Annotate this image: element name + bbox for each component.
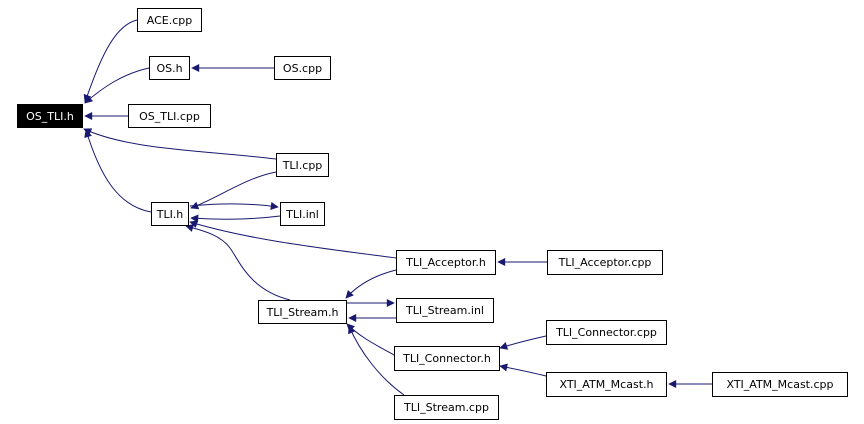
node-xti-atm-mcast-h[interactable]: XTI_ATM_Mcast.h	[546, 372, 667, 397]
edge-tli_connector_cpp-to-tli_connector_h	[499, 335, 547, 350]
node-tli-h[interactable]: TLI.h	[151, 202, 189, 226]
node-tli-stream-h[interactable]: TLI_Stream.h	[258, 300, 347, 324]
node-tli-inl[interactable]: TLI.inl	[280, 202, 325, 226]
node-tli-stream-inl[interactable]: TLI_Stream.inl	[396, 298, 494, 323]
edge-tli_cpp-to-os_tli_h	[83, 128, 277, 160]
edge-tli_cpp-to-tli_h	[190, 171, 277, 210]
edge-ace_cpp-to-os_tli_h	[83, 19, 138, 103]
edge-xti_atm_mcast_h-to-tli_connector_h	[499, 363, 547, 377]
node-os-tli-h: OS_TLI.h	[17, 104, 83, 128]
node-os-h[interactable]: OS.h	[149, 56, 190, 80]
node-tli-connector-cpp[interactable]: TLI_Connector.cpp	[546, 320, 667, 345]
node-os-tli-cpp[interactable]: OS_TLI.cpp	[128, 104, 211, 128]
edge-os_h-to-os_tli_h	[84, 67, 150, 104]
edge-tli_stream_cpp-to-tli_stream_h	[348, 325, 405, 396]
node-tli-acceptor-cpp[interactable]: TLI_Acceptor.cpp	[547, 250, 663, 275]
edge-tli_acceptor_h-to-tli_stream_h	[345, 269, 397, 299]
edge-tli_inl-to-tli_h	[190, 214, 281, 223]
node-ace-cpp[interactable]: ACE.cpp	[137, 8, 202, 32]
edge-tli_stream_h-to-tli_h	[185, 224, 291, 301]
node-tli-stream-cpp[interactable]: TLI_Stream.cpp	[394, 395, 499, 420]
edge-tli_connector_h-to-tli_stream_h	[346, 323, 395, 356]
node-tli-acceptor-h[interactable]: TLI_Acceptor.h	[396, 250, 496, 275]
node-xti-atm-mcast-cpp[interactable]: XTI_ATM_Mcast.cpp	[712, 372, 848, 397]
node-tli-cpp[interactable]: TLI.cpp	[276, 153, 329, 177]
edge-tli_h-to-tli_inl	[189, 202, 279, 210]
node-os-cpp[interactable]: OS.cpp	[274, 56, 331, 80]
node-tli-connector-h[interactable]: TLI_Connector.h	[394, 346, 500, 371]
edge-tli_acceptor_h-to-tli_h	[189, 220, 397, 259]
edge-tli_h-to-os_tli_h	[84, 129, 152, 213]
